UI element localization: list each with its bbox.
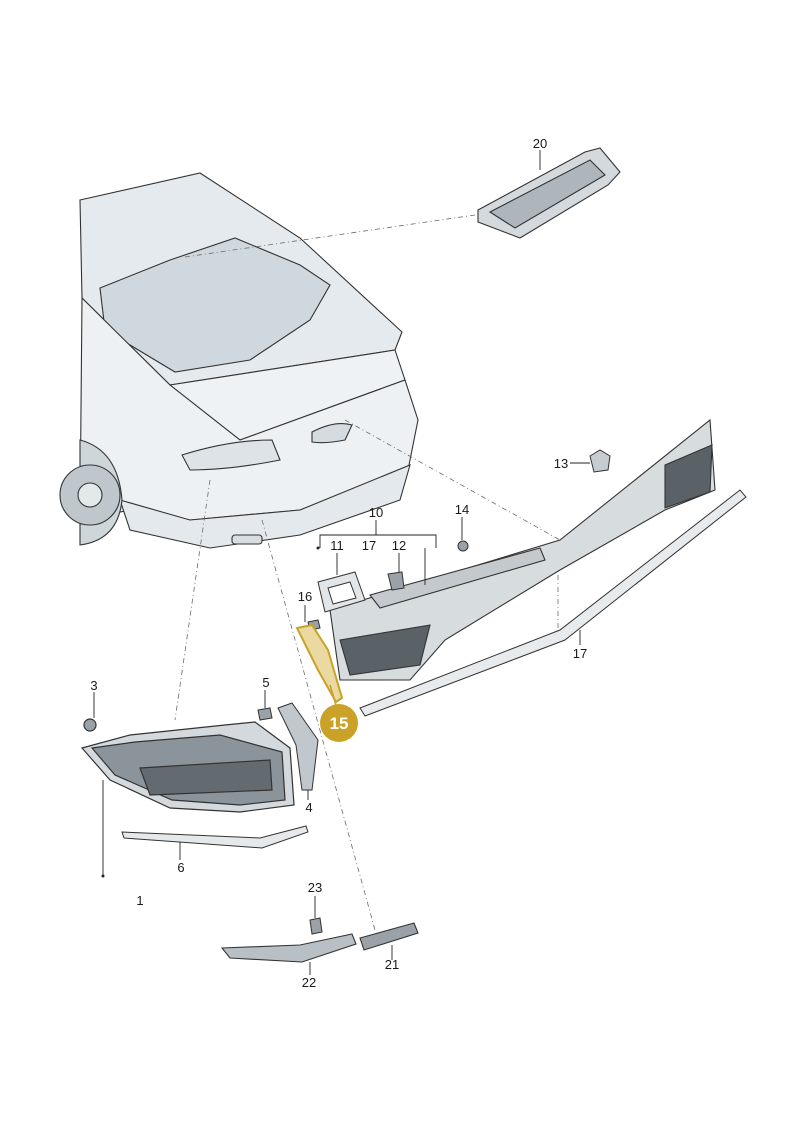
part-11-housing [317, 571, 366, 613]
callout-21[interactable]: 21 [385, 957, 399, 972]
part-5-screw [257, 707, 273, 721]
part-14-nut [457, 540, 469, 552]
car-rear-view [59, 172, 419, 549]
callout-12[interactable]: 12 [392, 538, 406, 553]
callout-14[interactable]: 14 [455, 502, 469, 517]
callout-17-right[interactable]: 17 [573, 646, 587, 661]
part-23-screw [309, 917, 323, 935]
part-22-trim [220, 933, 357, 963]
part-10-bumper-light-bar [329, 418, 716, 681]
callout-20[interactable]: 20 [533, 136, 547, 151]
part-6-strip [121, 825, 309, 849]
callout-11[interactable]: 11 [330, 538, 344, 553]
callout-6[interactable]: 6 [177, 860, 184, 875]
callout-17-top[interactable]: 17 [362, 538, 376, 553]
part-20-brake-light [477, 147, 621, 239]
leader-lines [93, 150, 590, 975]
callout-4[interactable]: 4 [305, 800, 312, 815]
callout-10[interactable]: 10 [369, 505, 383, 520]
callout-22[interactable]: 22 [302, 975, 316, 990]
callout-15-label: 15 [330, 714, 349, 733]
part-15-highlighted[interactable]: 15 [295, 623, 358, 742]
part-12-bolt [387, 571, 405, 591]
callout-3[interactable]: 3 [90, 678, 97, 693]
part-21-reflector [359, 922, 419, 951]
callout-16[interactable]: 16 [298, 589, 312, 604]
part-1-tail-light [80, 718, 295, 813]
part-13-clip [589, 449, 611, 473]
part-17-trim-strip [359, 489, 747, 717]
callout-1[interactable]: 1 [136, 893, 143, 908]
callout-labels: 20 13 10 11 17 12 14 16 17 3 5 4 6 1 23 … [90, 136, 587, 990]
callout-13[interactable]: 13 [554, 456, 568, 471]
dashed-leader-lines [174, 214, 561, 931]
callout-15-badge[interactable] [320, 704, 358, 742]
leader-dots [101, 546, 320, 878]
part-4-bracket [277, 702, 319, 791]
callout-23[interactable]: 23 [308, 880, 322, 895]
callout-5[interactable]: 5 [262, 675, 269, 690]
